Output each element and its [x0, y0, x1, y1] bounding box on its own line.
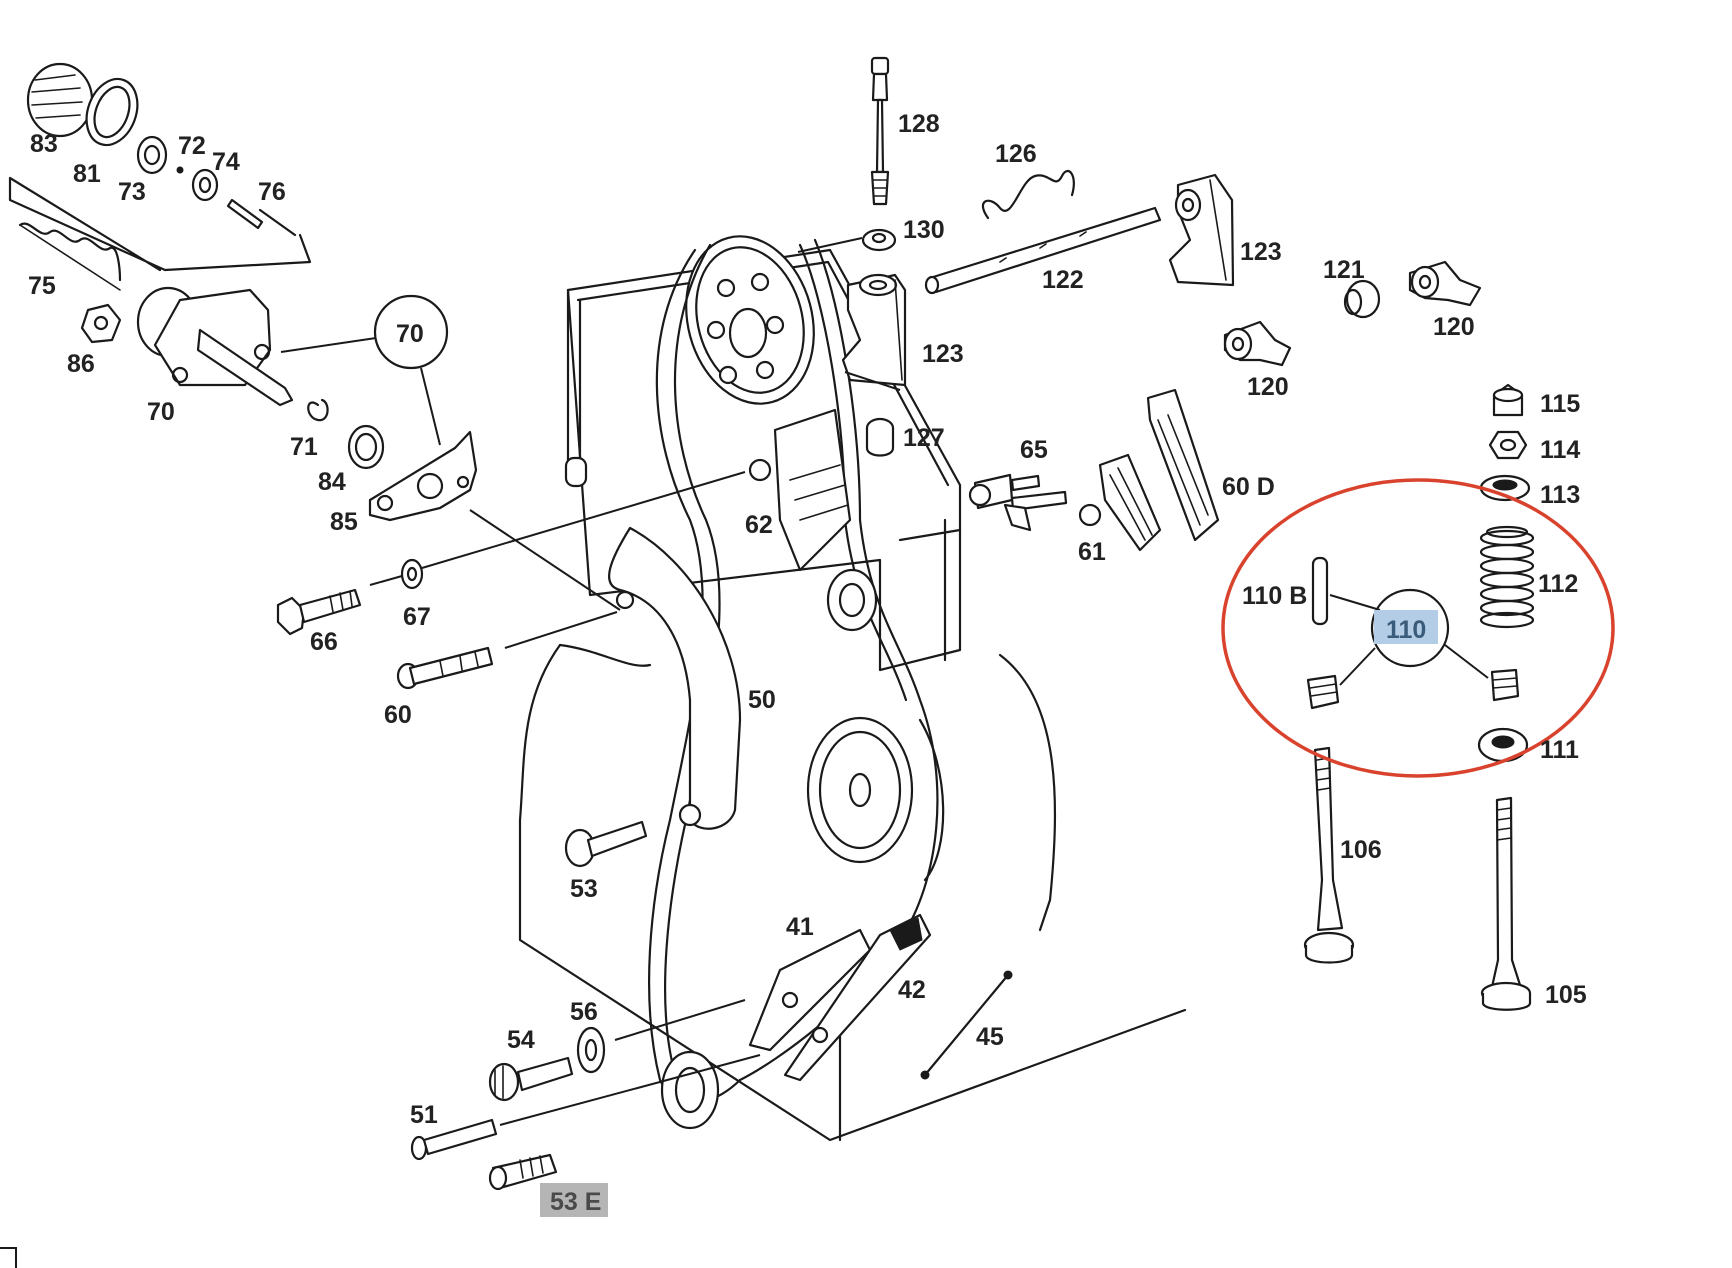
part-label-123-middle: 123: [922, 340, 964, 368]
part-label-51: 51: [410, 1101, 438, 1129]
part-label-41: 41: [786, 913, 814, 941]
part-label-71: 71: [290, 433, 318, 461]
part-label-123-right: 123: [1240, 238, 1282, 266]
right-edge-strip: [1714, 0, 1732, 1268]
part-label-105: 105: [1545, 981, 1587, 1009]
part-label-110b: 110 B: [1242, 582, 1307, 610]
part-label-42: 42: [898, 976, 926, 1004]
part-label-111: 111: [1540, 736, 1579, 764]
part-label-74: 74: [212, 148, 240, 176]
part-label-50: 50: [748, 686, 776, 714]
camshaft-sprocket-drawing: [685, 235, 815, 405]
part-label-122: 122: [1042, 266, 1084, 294]
slide-rail-drawing: [1078, 388, 1220, 552]
tensioner-rail-drawing: [608, 526, 742, 830]
part-label-73: 73: [118, 178, 146, 206]
part-label-72: 72: [178, 132, 206, 160]
part-label-70-body: 70: [147, 398, 175, 426]
engine-block-drawing: [518, 248, 1187, 1142]
part-label-85: 85: [330, 508, 358, 536]
part-label-60: 60: [384, 701, 412, 729]
part-label-76: 76: [258, 178, 286, 206]
rod-drawing: [920, 970, 1013, 1080]
part-label-126: 126: [995, 140, 1037, 168]
part-label-121: 121: [1323, 256, 1365, 284]
part-label-75: 75: [28, 272, 56, 300]
part-label-84: 84: [318, 468, 346, 496]
part-label-128: 128: [898, 110, 940, 138]
part-label-83: 83: [30, 130, 58, 158]
part-label-120-right: 120: [1433, 313, 1475, 341]
part-label-120-left: 120: [1247, 373, 1289, 401]
part-label-60d: 60 D: [1222, 473, 1275, 501]
part-label-53e[interactable]: 53 E: [550, 1188, 601, 1216]
part-label-67: 67: [403, 603, 431, 631]
part-label-54: 54: [507, 1026, 535, 1054]
part-label-130: 130: [903, 216, 945, 244]
part-label-106: 106: [1340, 836, 1382, 864]
part-labels: 83 81 73 72 74 76 75 86 70 70 71 84 85 1…: [28, 110, 1587, 1216]
part-label-127: 127: [903, 424, 945, 452]
bolts-left-drawing: [276, 471, 746, 868]
part-label-70-circle: 70: [396, 320, 424, 348]
tensioner-assembly-drawing: [8, 62, 478, 522]
part-tag-highlight: [540, 1183, 608, 1217]
part-label-53: 53: [570, 875, 598, 903]
part-label-66: 66: [310, 628, 338, 656]
part-label-62: 62: [745, 511, 773, 539]
valve-train-drawing: [797, 56, 1482, 532]
part-label-115: 115: [1540, 390, 1580, 418]
part-label-61: 61: [1078, 538, 1106, 566]
part-label-110[interactable]: 110: [1386, 616, 1426, 644]
selected-part-highlight: [1374, 610, 1438, 644]
part-label-81: 81: [73, 160, 101, 188]
guide-rail-drawing: [748, 913, 932, 1082]
part-label-45: 45: [976, 1023, 1004, 1051]
chain-tensioner-drawing: [748, 408, 852, 572]
part-label-65: 65: [1020, 436, 1048, 464]
crop-corner-mark: [0, 1247, 17, 1268]
part-label-86: 86: [67, 350, 95, 378]
part-label-114: 114: [1540, 436, 1580, 464]
red-annotation-circle: [1221, 478, 1615, 778]
part-label-112: 112: [1538, 570, 1578, 598]
bolts-bottom-drawing: [410, 999, 761, 1191]
part-label-113: 113: [1540, 481, 1580, 509]
part-label-56: 56: [570, 998, 598, 1026]
